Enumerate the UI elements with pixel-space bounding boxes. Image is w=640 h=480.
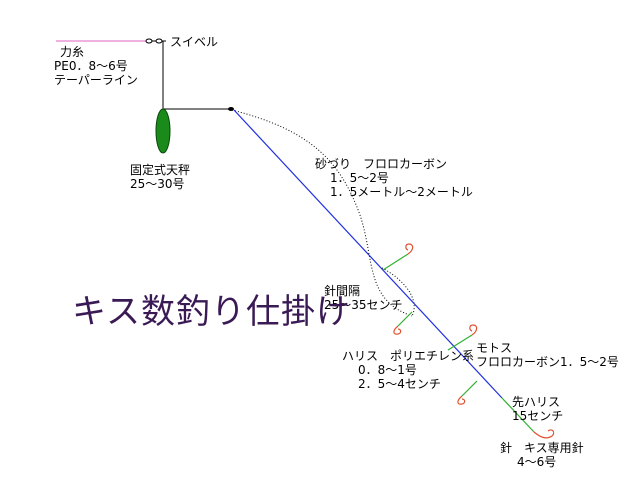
branch-hook-1: [382, 243, 414, 271]
branch-hook-2: [393, 311, 413, 335]
branch-spec-2: 2．5～4センチ: [358, 377, 441, 391]
tip-hook: [533, 429, 555, 439]
branch-hook-3: [447, 324, 478, 351]
shock-leader-spec: PE0．8～6号: [54, 59, 128, 73]
diagram-title: キス数釣り仕掛け: [72, 292, 351, 332]
shock-leader-title: 力糸: [60, 45, 85, 59]
mainline-title: モトス: [476, 341, 513, 355]
hook-spacing-dotted: [381, 267, 415, 317]
sinker-spec: 25～30号: [130, 177, 185, 191]
tip-leader-line: [501, 397, 535, 433]
shock-leader-type: テーパーライン: [54, 73, 138, 87]
branch-spec-1: 0．8～1号: [358, 363, 417, 377]
tip-leader-title: 先ハリス: [512, 395, 561, 409]
arm-tip-bead: [228, 107, 234, 111]
hook-spacing-title: 針間隔: [324, 284, 361, 298]
sinker-icon: [155, 108, 171, 154]
swivel-icon: [145, 38, 166, 44]
branch-title: ハリス ポリエチレン系: [342, 349, 475, 363]
swivel-label: スイベル: [170, 35, 219, 49]
main-line: [233, 109, 503, 399]
hook-title: 針 キス専用針: [500, 441, 584, 455]
sinker-title: 固定式天秤: [130, 163, 191, 177]
sand-line-spec-1: 1．5～2号: [330, 171, 389, 185]
sand-line-title: 砂づり フロロカーボン: [315, 157, 448, 171]
hook-spacing-spec: 25～35センチ: [324, 298, 403, 312]
sand-line-spec-2: 1．5メートル～2メートル: [330, 185, 473, 199]
sand-line-dotted: [231, 109, 413, 317]
tip-leader-spec: 15センチ: [512, 409, 564, 423]
hook-spec: 4～6号: [517, 455, 557, 469]
branch-hook-4: [457, 380, 478, 405]
mainline-spec: フロロカーボン1．5～2号: [476, 355, 619, 369]
